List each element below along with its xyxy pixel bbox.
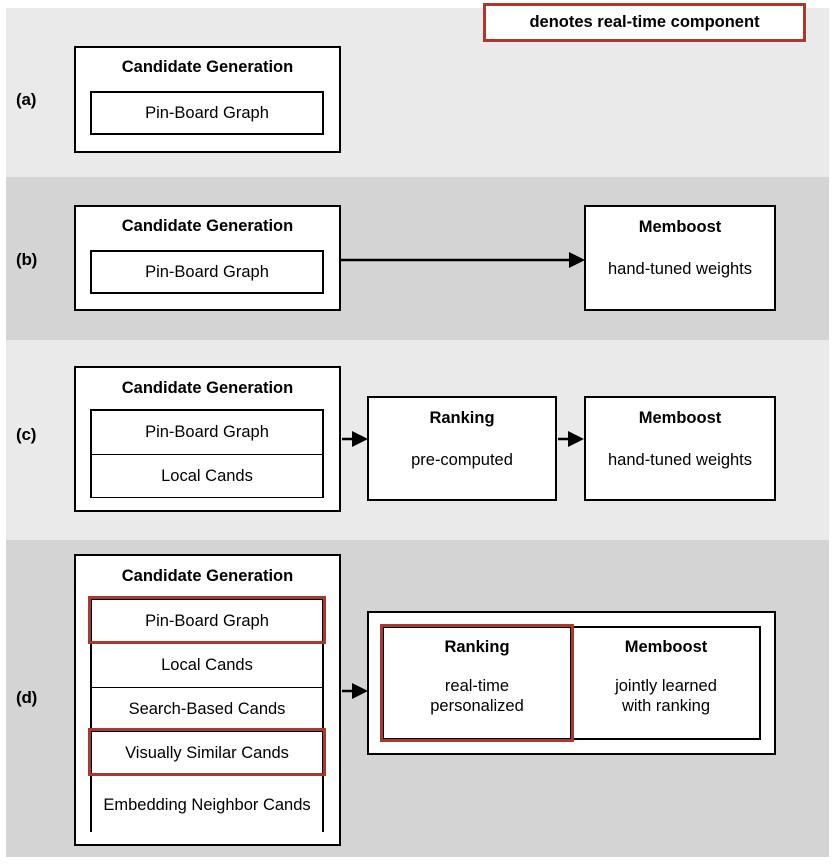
- memboost-subtitle-c: hand-tuned weights: [607, 451, 753, 469]
- candidate-generation-title-d: Candidate Generation: [121, 567, 294, 585]
- candidate-generation-title-a: Candidate Generation: [121, 58, 294, 76]
- ranking-subtitle-line2-d: personalized: [430, 697, 524, 715]
- ranking-subtitle-line1-d: real-time: [444, 677, 510, 695]
- candidate-source-list-b: Pin-Board Graph: [90, 250, 324, 294]
- candidate-source-row[interactable]: Visually Similar Cands: [92, 732, 322, 776]
- flow-arrow-d: [342, 681, 368, 701]
- panel-letter-d: (d): [16, 688, 38, 707]
- candidate-generation-title-c: Candidate Generation: [121, 379, 294, 397]
- candidate-source-list-c: Pin-Board Graph Local Cands: [90, 409, 324, 498]
- legend-label: denotes real-time component: [529, 13, 760, 31]
- ranking-box-c: Ranking pre-computed: [367, 396, 557, 501]
- candidate-source-row[interactable]: Search-Based Cands: [92, 688, 322, 732]
- panel-letter-b: (b): [16, 250, 38, 269]
- memboost-subtitle-line2-d: with ranking: [621, 697, 711, 715]
- flow-arrow-c1: [342, 429, 368, 449]
- candidate-source-list-d: Pin-Board Graph Local Cands Search-Based…: [90, 598, 324, 834]
- candidate-source-row[interactable]: Local Cands: [92, 644, 322, 688]
- candidate-source-list-a: Pin-Board Graph: [90, 91, 324, 135]
- memboost-title-d: Memboost: [624, 638, 708, 656]
- ranking-subtitle-c: pre-computed: [411, 451, 513, 469]
- memboost-box-d: Memboost jointly learned with ranking: [571, 626, 761, 740]
- ranking-title-c: Ranking: [429, 409, 495, 427]
- memboost-title-b: Memboost: [638, 218, 722, 236]
- memboost-subtitle-line1-d: jointly learned: [615, 677, 717, 695]
- memboost-title-c: Memboost: [638, 409, 722, 427]
- candidate-source-row[interactable]: Pin-Board Graph: [92, 600, 322, 644]
- ranking-title-d: Ranking: [444, 638, 510, 656]
- memboost-box-b: Memboost hand-tuned weights: [584, 205, 776, 311]
- legend-realtime-box: denotes real-time component: [483, 3, 806, 42]
- flow-arrow-b: [341, 250, 585, 270]
- candidate-source-row[interactable]: Pin-Board Graph: [92, 411, 322, 455]
- memboost-subtitle-b: hand-tuned weights: [607, 260, 753, 278]
- candidate-source-row[interactable]: Pin-Board Graph: [92, 93, 322, 133]
- ranking-box-d: Ranking real-time personalized: [382, 626, 572, 740]
- memboost-box-c: Memboost hand-tuned weights: [584, 396, 776, 501]
- candidate-source-row[interactable]: Local Cands: [92, 455, 322, 497]
- candidate-source-row[interactable]: Embedding Neighbor Cands: [92, 776, 322, 834]
- candidate-generation-title-b: Candidate Generation: [121, 217, 294, 235]
- flow-arrow-c2: [558, 429, 584, 449]
- panel-letter-c: (c): [16, 425, 37, 444]
- candidate-source-row[interactable]: Pin-Board Graph: [92, 252, 322, 292]
- panel-letter-a: (a): [16, 90, 37, 109]
